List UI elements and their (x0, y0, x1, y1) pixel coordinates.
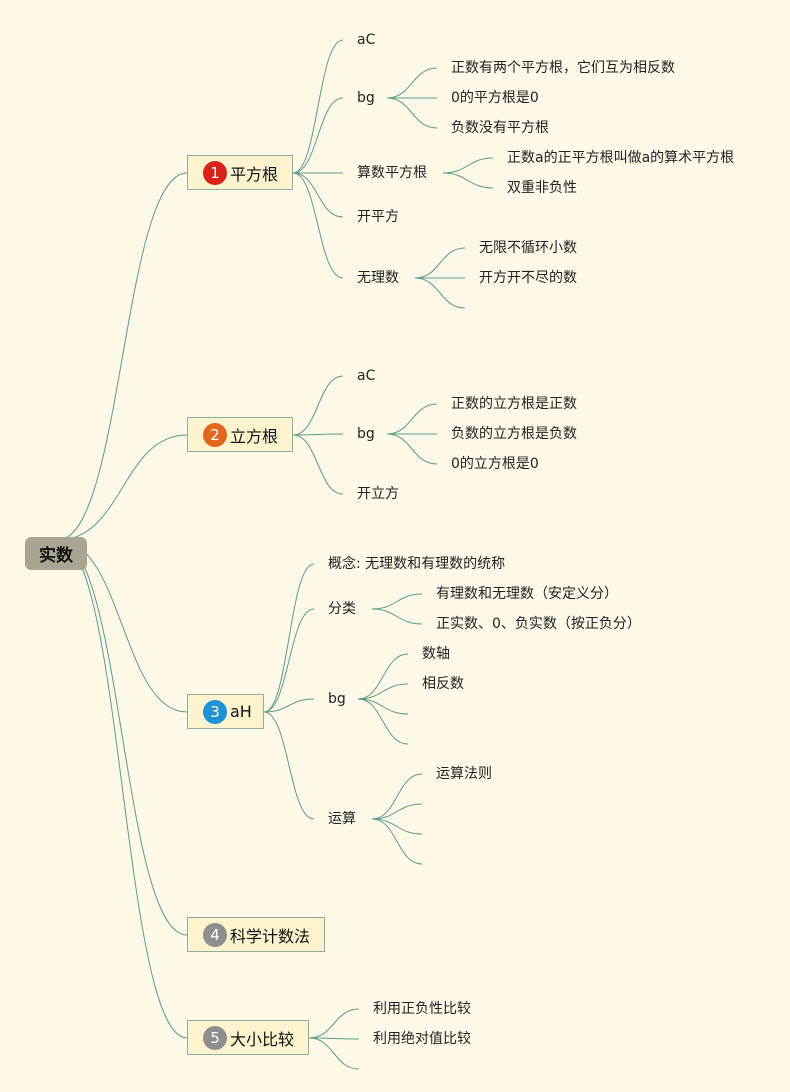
node-label[interactable]: aC (357, 368, 376, 384)
node-label[interactable]: 算数平方根 (357, 165, 427, 181)
connector-line (386, 433, 438, 465)
connector-line (292, 172, 344, 218)
leaf-label[interactable]: 负数没有平方根 (451, 120, 549, 136)
connector-line (308, 1037, 360, 1040)
connector-line (357, 683, 409, 700)
leaf-label[interactable]: 无限不循环小数 (479, 240, 577, 256)
leaf-label[interactable]: 双重非负性 (507, 180, 577, 196)
node-label[interactable]: bg (328, 691, 346, 707)
connector-line (371, 773, 423, 820)
branch-comparison[interactable]: 5 大小比较 (187, 1020, 309, 1055)
connector-line (386, 67, 438, 99)
number-badge-icon: 4 (203, 922, 227, 947)
connector-line (371, 818, 423, 835)
connector-line (292, 97, 344, 174)
branch-label: 科学计数法 (230, 926, 311, 946)
connector-line (292, 39, 344, 174)
connector-line (57, 539, 188, 936)
connector-line (57, 539, 188, 1039)
node-label[interactable]: 开平方 (357, 209, 399, 225)
connector-line (292, 375, 344, 436)
leaf-label[interactable]: 数轴 (422, 646, 450, 662)
connector-line (386, 403, 438, 435)
connector-line (442, 157, 494, 174)
connector-line (357, 698, 409, 715)
connector-line (57, 434, 188, 541)
connector-line (357, 698, 409, 745)
connector-line (263, 711, 315, 820)
connector-line (442, 172, 494, 189)
connector-line (57, 172, 188, 541)
branch-square-root[interactable]: 1 平方根 (187, 155, 293, 190)
branch-real-numbers[interactable]: 3 aH (187, 694, 264, 729)
branch-label: 平方根 (230, 164, 279, 184)
node-label[interactable]: 无理数 (357, 270, 399, 286)
leaf-label[interactable]: 有理数和无理数（安定义分） (436, 586, 618, 602)
branch-label: 立方根 (230, 426, 279, 446)
number-badge-icon: 3 (203, 699, 227, 724)
connector-line (263, 608, 315, 713)
number-badge-icon: 1 (203, 160, 227, 185)
node-label[interactable]: aC (357, 32, 376, 48)
connector-line (371, 803, 423, 820)
leaf-label[interactable]: 0的立方根是0 (451, 456, 539, 472)
leaf-label[interactable]: 正数的立方根是正数 (451, 396, 577, 412)
leaf-label[interactable]: 0的平方根是0 (451, 90, 539, 106)
leaf-label[interactable]: 正数有两个平方根，它们互为相反数 (451, 60, 675, 76)
leaf-label[interactable]: 运算法则 (436, 766, 492, 782)
connector-line (263, 563, 315, 713)
node-label[interactable]: 利用正负性比较 (373, 1001, 471, 1017)
branch-label: 大小比较 (230, 1029, 295, 1049)
connector-line (308, 1037, 360, 1070)
branch-scientific-notation[interactable]: 4 科学计数法 (187, 917, 325, 952)
node-label[interactable]: 运算 (328, 811, 356, 827)
connector-line (292, 434, 344, 495)
connector-line (371, 593, 423, 610)
connector-line (414, 247, 466, 279)
connector-line (386, 97, 438, 129)
root-label: 实数 (39, 546, 73, 566)
node-label[interactable]: bg (357, 90, 375, 106)
node-label[interactable]: 概念: 无理数和有理数的统称 (328, 556, 506, 572)
connector-line (371, 818, 423, 865)
root-node[interactable]: 实数 (25, 537, 87, 570)
connector-line (292, 433, 344, 436)
node-label[interactable]: 开立方 (357, 486, 399, 502)
number-badge-icon: 2 (203, 422, 227, 447)
leaf-label[interactable]: 相反数 (422, 676, 464, 692)
node-label[interactable]: 利用绝对值比较 (373, 1031, 471, 1047)
leaf-label[interactable]: 正数a的正平方根叫做a的算术平方根 (507, 150, 735, 166)
number-badge-icon: 5 (203, 1025, 227, 1050)
leaf-label[interactable]: 正实数、0、负实数（按正负分） (436, 616, 641, 632)
connector-line (263, 698, 315, 713)
node-label[interactable]: 分类 (328, 601, 356, 617)
connector-line (414, 277, 466, 309)
branch-label: aH (230, 702, 252, 721)
connector-line (292, 172, 344, 279)
branch-cube-root[interactable]: 2 立方根 (187, 417, 293, 452)
connector-line (357, 653, 409, 700)
connector-line (308, 1008, 360, 1039)
node-label[interactable]: bg (357, 426, 375, 442)
leaf-label[interactable]: 开方开不尽的数 (479, 270, 577, 286)
leaf-label[interactable]: 负数的立方根是负数 (451, 426, 577, 442)
connector-line (371, 608, 423, 625)
